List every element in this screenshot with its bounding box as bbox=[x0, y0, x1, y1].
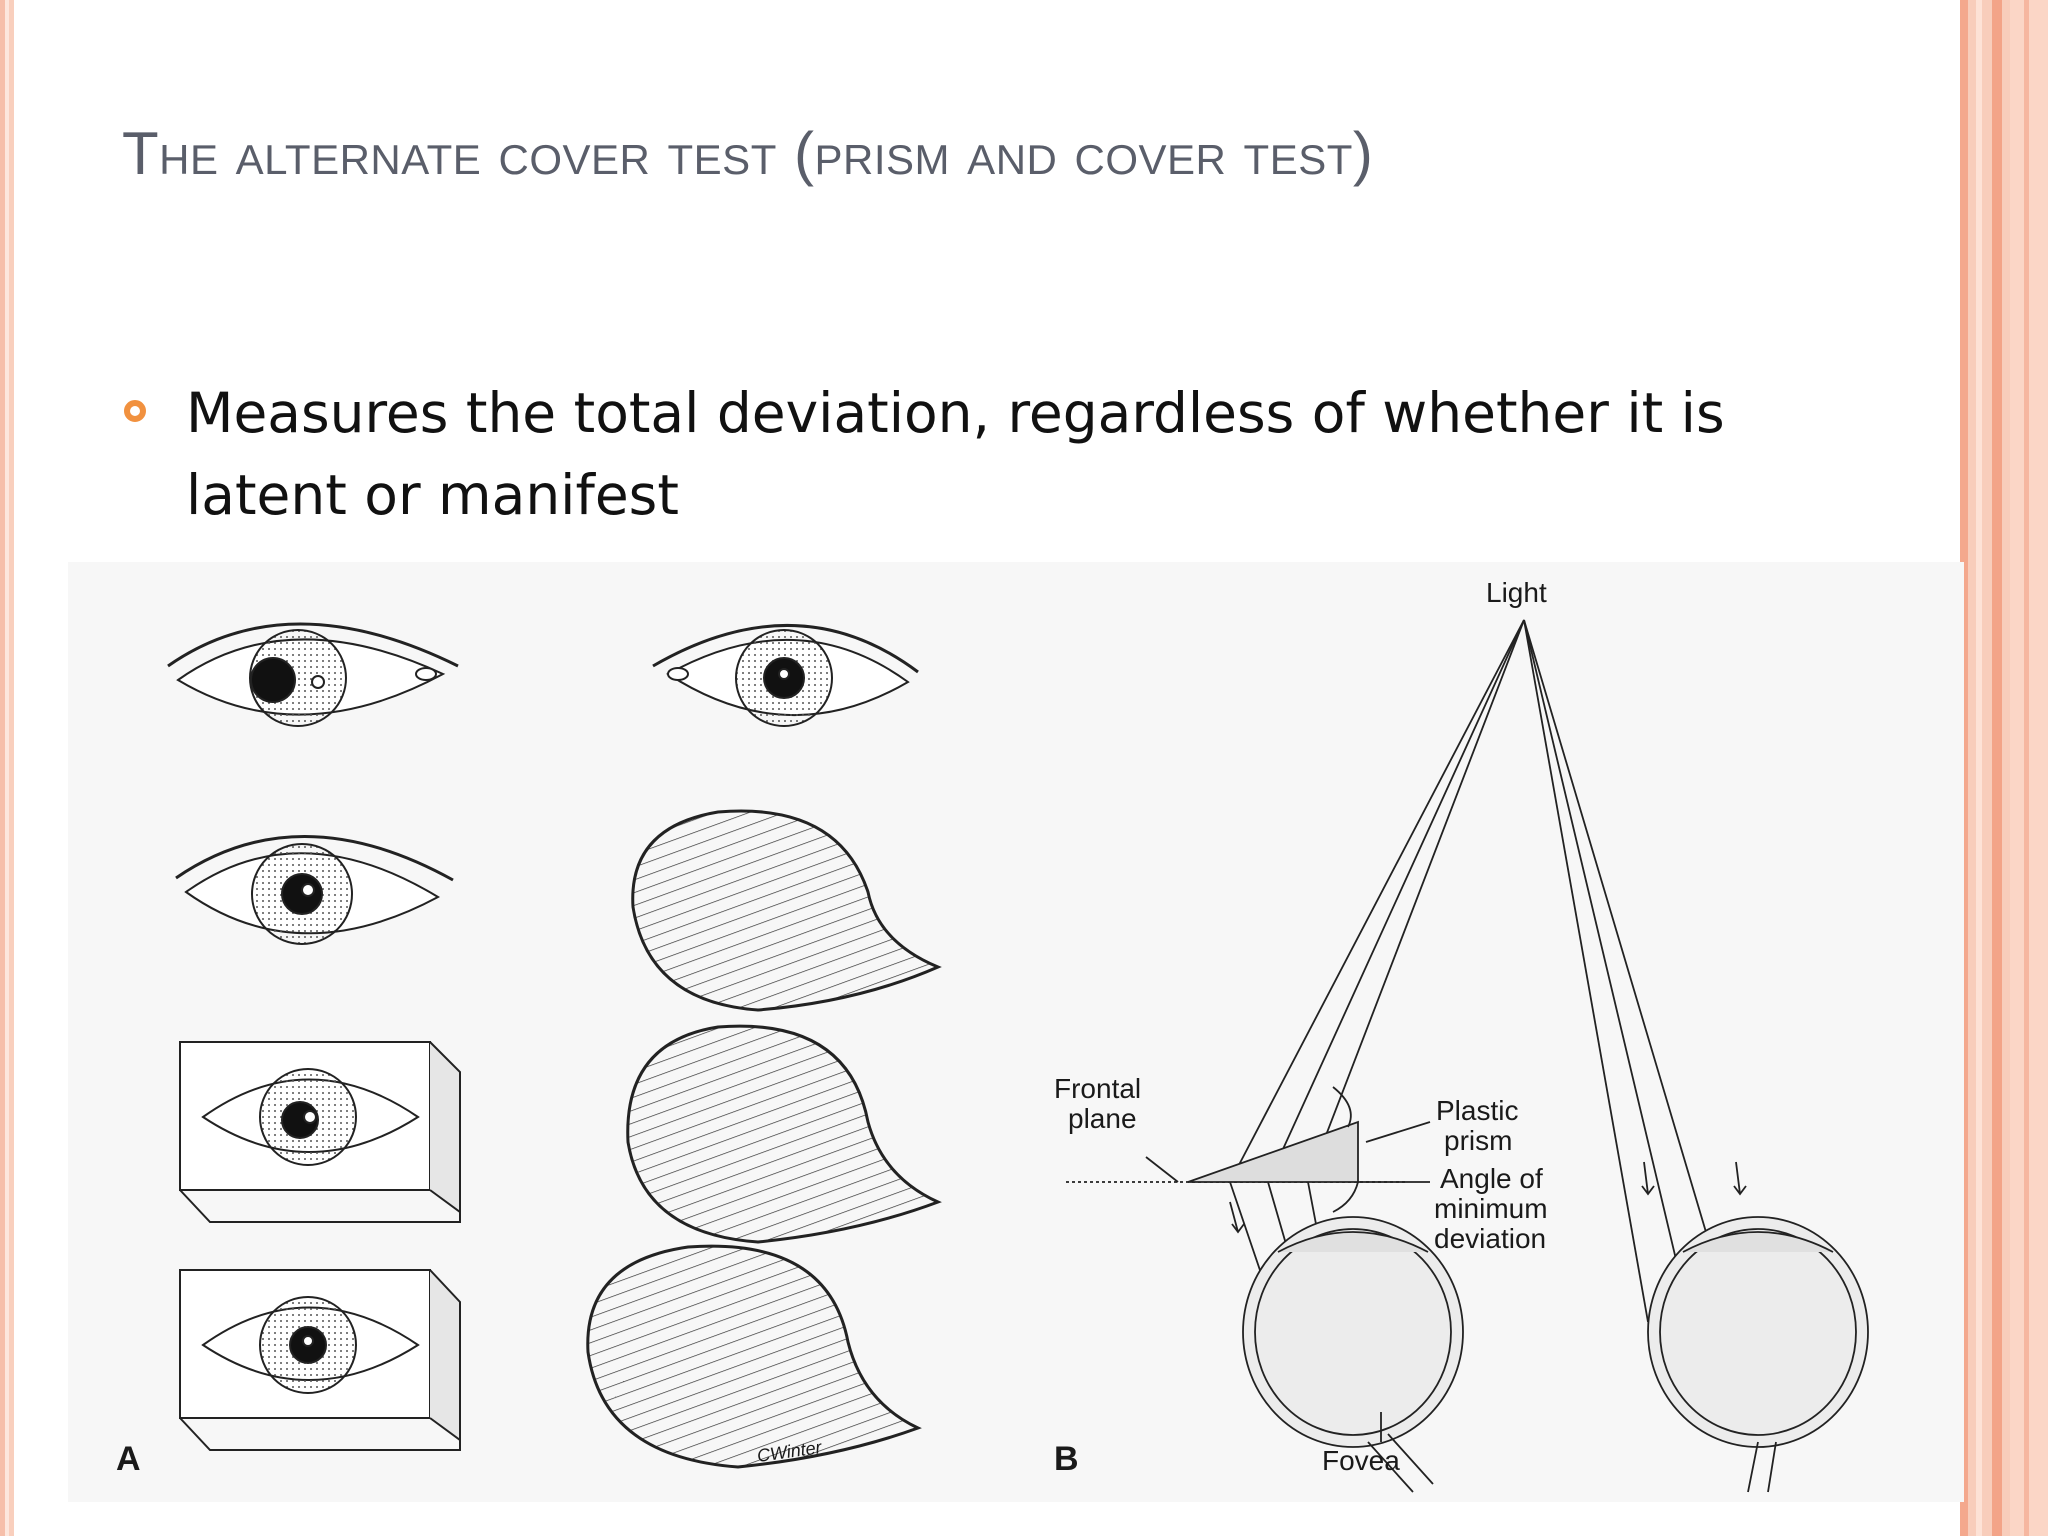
label-plastic-prism: Plastic bbox=[1436, 1095, 1518, 1126]
eye-with-prism bbox=[179, 1269, 461, 1451]
label-light: Light bbox=[1486, 577, 1547, 608]
label-plastic-prism: prism bbox=[1444, 1125, 1512, 1156]
bullet-text: Measures the total deviation, regardless… bbox=[186, 381, 1725, 527]
bullet-circle-icon bbox=[124, 400, 146, 422]
label-fovea: Fovea bbox=[1322, 1445, 1400, 1476]
label-frontal-plane: Frontal bbox=[1054, 1073, 1141, 1104]
label-angle-of-minimum-deviation: minimum bbox=[1434, 1193, 1548, 1224]
cover-test-figure: A CWinter bbox=[68, 562, 1964, 1502]
occluder-card bbox=[631, 809, 942, 1012]
slide-title: The alternate cover test (prism and cove… bbox=[122, 120, 1374, 187]
label-angle-of-minimum-deviation: Angle of bbox=[1440, 1163, 1543, 1194]
occluder-card bbox=[626, 1024, 942, 1244]
panel-b-label: B bbox=[1054, 1440, 1079, 1478]
occluder-card bbox=[586, 1244, 922, 1469]
label-frontal-plane: plane bbox=[1068, 1103, 1137, 1134]
left-decorative-border bbox=[0, 0, 14, 1536]
prism-diagram bbox=[1066, 619, 1869, 1493]
eye-illustration bbox=[167, 622, 459, 727]
eye-illustration bbox=[175, 835, 454, 945]
eye-with-prism bbox=[179, 1041, 461, 1223]
eye-illustration bbox=[652, 624, 919, 727]
panel-a-label: A bbox=[116, 1440, 141, 1478]
label-angle-of-minimum-deviation: deviation bbox=[1434, 1223, 1546, 1254]
right-decorative-panel bbox=[1960, 0, 2048, 1536]
